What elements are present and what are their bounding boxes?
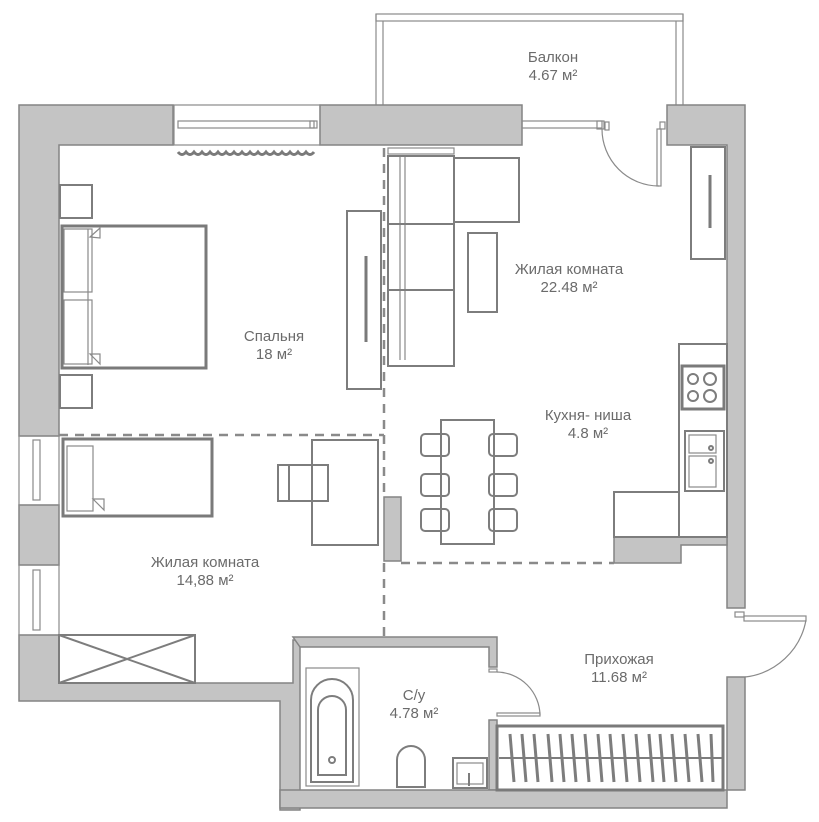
small-room-furniture <box>58 437 379 684</box>
living-room-furniture <box>387 146 726 367</box>
room-name: Спальня <box>243 328 305 345</box>
room-label-hallway: Прихожая 11.68 м² <box>584 651 654 687</box>
zone-dividers <box>59 148 614 637</box>
room-label-kitchen-niche: Кухня- ниша 4.8 м² <box>545 407 631 443</box>
windows <box>18 104 605 636</box>
doors <box>488 121 807 717</box>
room-area: 4.78 м² <box>389 705 439 722</box>
hallway-wardrobe <box>495 724 725 792</box>
walls <box>18 104 746 811</box>
room-area: 18 м² <box>255 346 293 363</box>
room-label-living-large: Жилая комната 22.48 м² <box>515 261 623 297</box>
room-name: Жилая комната <box>514 261 624 278</box>
balcony-railing <box>375 13 684 105</box>
room-name: Кухня- ниша <box>544 407 632 424</box>
room-area: 4.8 м² <box>567 425 609 442</box>
room-name: Жилая комната <box>150 554 260 571</box>
room-area: 4.67 м² <box>528 67 578 84</box>
room-label-balcony: Балкон 4.67 м² <box>528 49 578 85</box>
kitchen-furniture <box>613 343 728 538</box>
room-name: С/у <box>402 687 426 704</box>
room-name: Прихожая <box>584 651 654 668</box>
room-label-bathroom: С/у 4.78 м² <box>390 687 439 723</box>
room-area: 11.68 м² <box>591 669 647 686</box>
room-label-bedroom: Спальня 18 м² <box>244 328 304 364</box>
bedroom-furniture <box>59 184 382 409</box>
room-area: 22.48 м² <box>540 279 598 296</box>
bathroom-fixtures <box>305 667 488 789</box>
room-name: Балкон <box>527 49 579 66</box>
room-label-living-small: Жилая комната 14,88 м² <box>151 554 259 590</box>
dining-set <box>420 419 518 545</box>
room-area: 14,88 м² <box>176 572 234 589</box>
